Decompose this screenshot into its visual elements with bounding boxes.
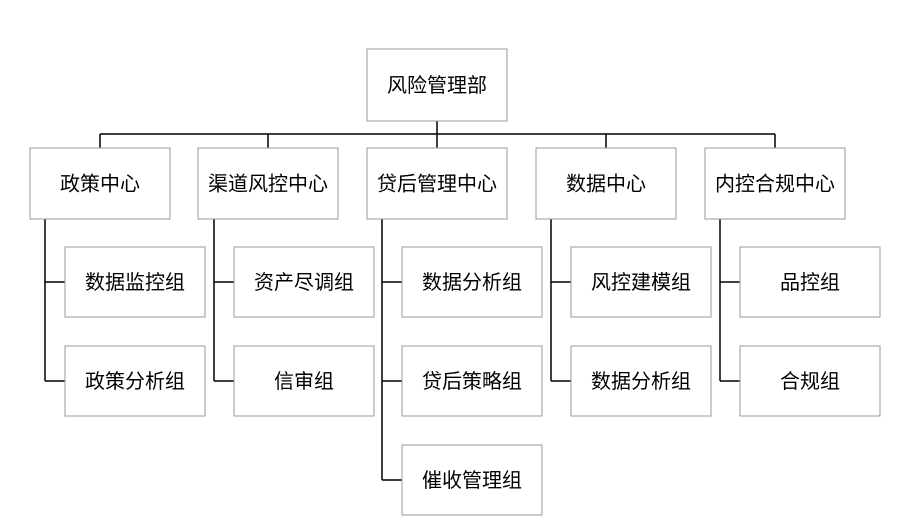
node-group-label: 催收管理组 [422, 468, 522, 492]
node-group-label: 风控建模组 [591, 270, 691, 294]
node-group-box [401, 246, 543, 318]
node-group-box [233, 246, 375, 318]
node-postloan-center-label: 贷后管理中心 [377, 172, 497, 196]
node-data-center-box [535, 147, 677, 220]
branch-postloan-center [381, 219, 402, 481]
connectors [44, 121, 776, 481]
node-policy-center: 政策中心 [29, 147, 171, 220]
node-root: 风险管理部 [366, 48, 508, 122]
node-group: 政策分析组 [64, 345, 206, 417]
node-group-label: 品控组 [780, 270, 840, 294]
node-channel-risk-center: 渠道风控中心 [197, 147, 339, 220]
node-group-label: 信审组 [274, 369, 334, 393]
node-group-box [64, 246, 206, 318]
node-group-box [233, 345, 375, 417]
branch-policy-center [44, 219, 65, 382]
node-compliance-center-label: 内控合规中心 [715, 172, 835, 196]
node-policy-center-label: 政策中心 [60, 172, 140, 196]
node-group-box [570, 345, 712, 417]
node-group-label: 合规组 [780, 369, 840, 393]
node-postloan-center: 贷后管理中心 [366, 147, 508, 220]
branch-channel-center [213, 219, 234, 382]
node-compliance-center: 内控合规中心 [704, 147, 846, 220]
node-group: 信审组 [233, 345, 375, 417]
node-group: 品控组 [739, 246, 881, 318]
node-group-label: 数据分析组 [591, 369, 691, 393]
node-group: 资产尽调组 [233, 246, 375, 318]
node-group-box [739, 345, 881, 417]
node-data-center: 数据中心 [535, 147, 677, 220]
node-channel-risk-center-box [197, 147, 339, 220]
node-group: 贷后策略组 [401, 345, 543, 417]
node-group-label: 贷后策略组 [422, 369, 522, 393]
node-group: 合规组 [739, 345, 881, 417]
node-channel-risk-center-label: 渠道风控中心 [208, 172, 328, 196]
node-group-label: 数据分析组 [422, 270, 522, 294]
node-group: 数据分析组 [570, 345, 712, 417]
node-group-label: 政策分析组 [85, 369, 185, 393]
node-group-box [739, 246, 881, 318]
node-group: 数据分析组 [401, 246, 543, 318]
node-compliance-center-box [704, 147, 846, 220]
node-group-box [64, 345, 206, 417]
node-group: 数据监控组 [64, 246, 206, 318]
node-root-label: 风险管理部 [387, 73, 487, 97]
node-group-label: 资产尽调组 [254, 270, 354, 294]
node-policy-center-box [29, 147, 171, 220]
node-group-box [401, 345, 543, 417]
node-group: 催收管理组 [401, 444, 543, 516]
node-data-center-label: 数据中心 [566, 172, 646, 196]
node-group-box [570, 246, 712, 318]
branch-data-center [550, 219, 571, 382]
branch-compliance-center [719, 219, 740, 382]
node-group-box [401, 444, 543, 516]
node-postloan-center-box [366, 147, 508, 220]
node-group: 风控建模组 [570, 246, 712, 318]
node-group-label: 数据监控组 [85, 270, 185, 294]
node-root-box [366, 48, 508, 122]
